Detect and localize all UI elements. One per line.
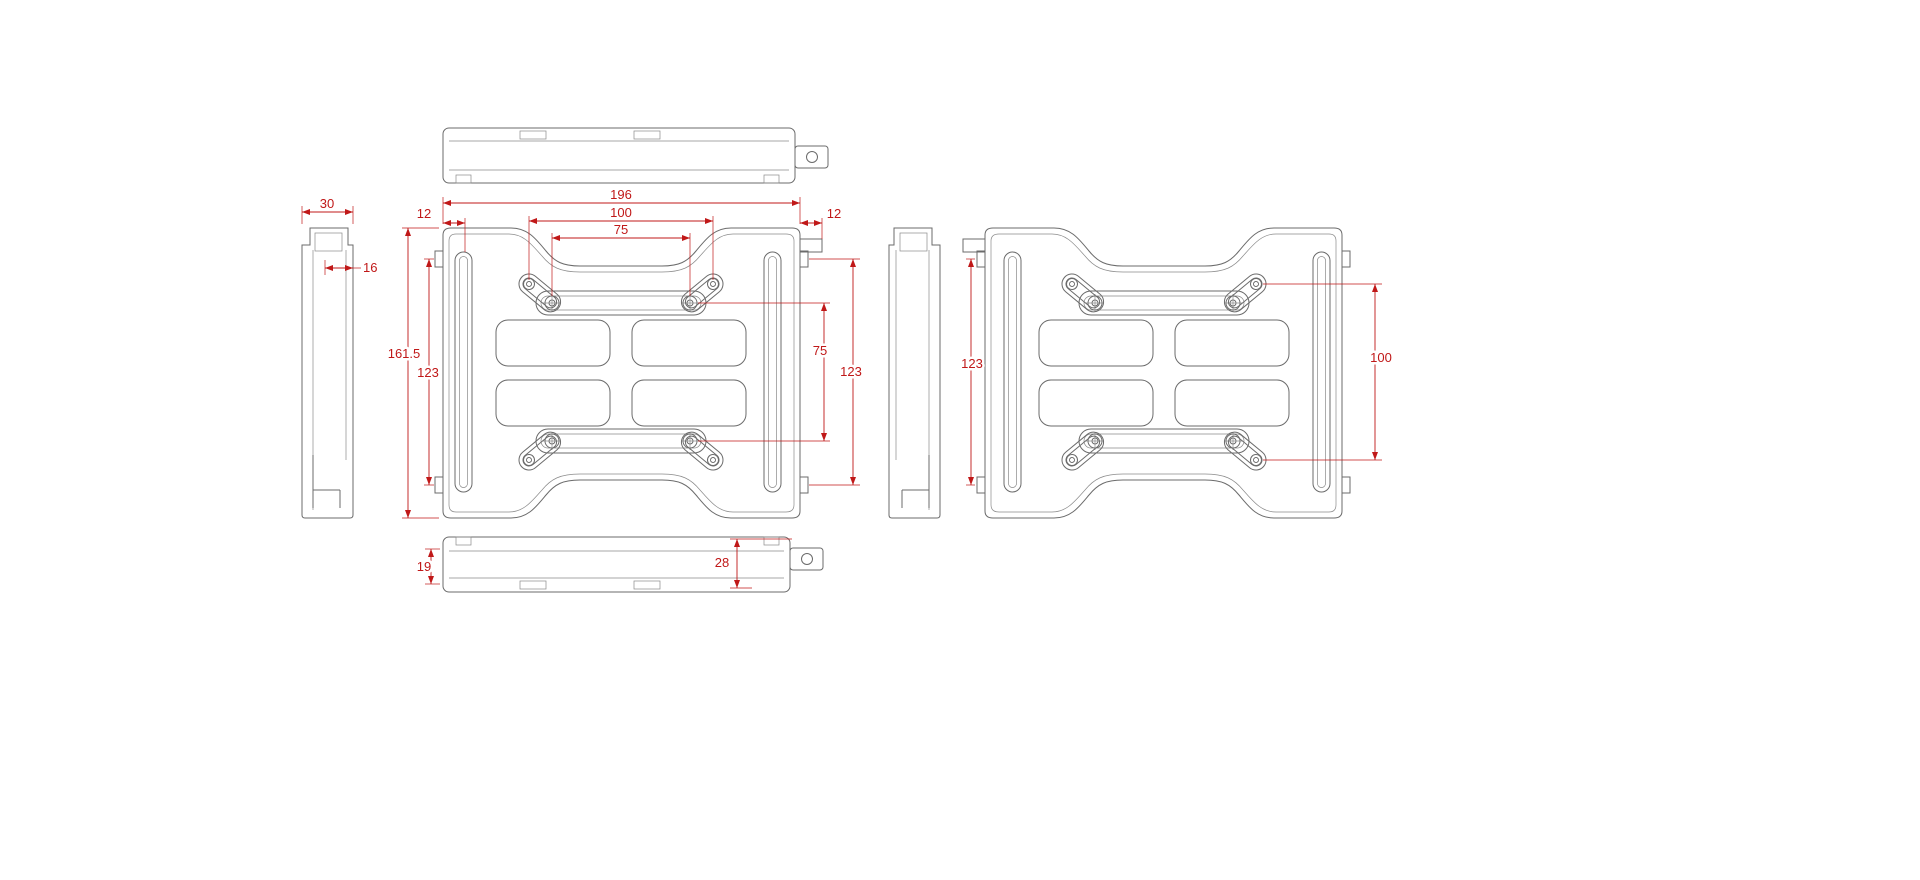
top-outline [442,127,796,184]
right-edge-slot [763,251,782,493]
dimensions: 196 100 75 12 12 161.5 123 75 [301,185,1394,589]
dim-bottom-rail-height: 19 [417,559,431,574]
left-tab-bottom [434,476,444,494]
bottom-arm-tab [789,547,824,571]
right-edge-slot-inner [768,256,777,488]
side-clip [314,232,343,252]
dim-right-tab-offset: 12 [827,206,841,221]
side-hook [312,455,341,508]
top-view [442,127,829,184]
top-arm-tab [794,145,829,169]
cutout-top-left [495,319,611,367]
cutout-bottom-left [495,379,611,427]
bottom-arm-hole [801,553,813,565]
cutout-top-right [631,319,747,367]
dim-side-width: 30 [320,196,334,211]
dim-left-slot-span: 123 [417,365,439,380]
dim-right-slot-span: 123 [840,364,862,379]
front-inner-contour [448,233,795,513]
left-edge-slot [454,251,473,493]
dim-hole-row-spacing: 75 [813,343,827,358]
dim-bottom-tab-height: 28 [715,555,729,570]
dim-left-edge-offset: 12 [417,206,431,221]
dim-outer-hole-spacing: 100 [610,205,632,220]
dim-rear-slot-span: 123 [961,356,983,371]
bottom-slot-bar [535,428,707,454]
dim-rear-hole-spacing: 100 [1370,350,1392,365]
side-view-right [888,227,941,519]
dim-overall-width: 196 [610,187,632,202]
side-outline [301,227,354,519]
dim-side-depth: 16 [363,260,377,275]
rear-view [963,228,1350,518]
dim-inner-hole-spacing: 75 [614,222,628,237]
left-edge-slot-inner [459,256,468,488]
cutout-bottom-right [631,379,747,427]
right-tab-bottom [799,476,809,494]
top-slot-bar [535,290,707,316]
side-view-left [301,227,354,519]
right-arm-tab [799,238,823,253]
left-tab-top [434,250,444,268]
dim-overall-height: 161.5 [388,346,421,361]
bottom-outline [442,536,791,593]
front-outline [442,227,801,519]
top-arm-hole [806,151,818,163]
right-tab-top [799,250,809,268]
front-view [434,227,823,519]
bottom-view [442,536,824,593]
